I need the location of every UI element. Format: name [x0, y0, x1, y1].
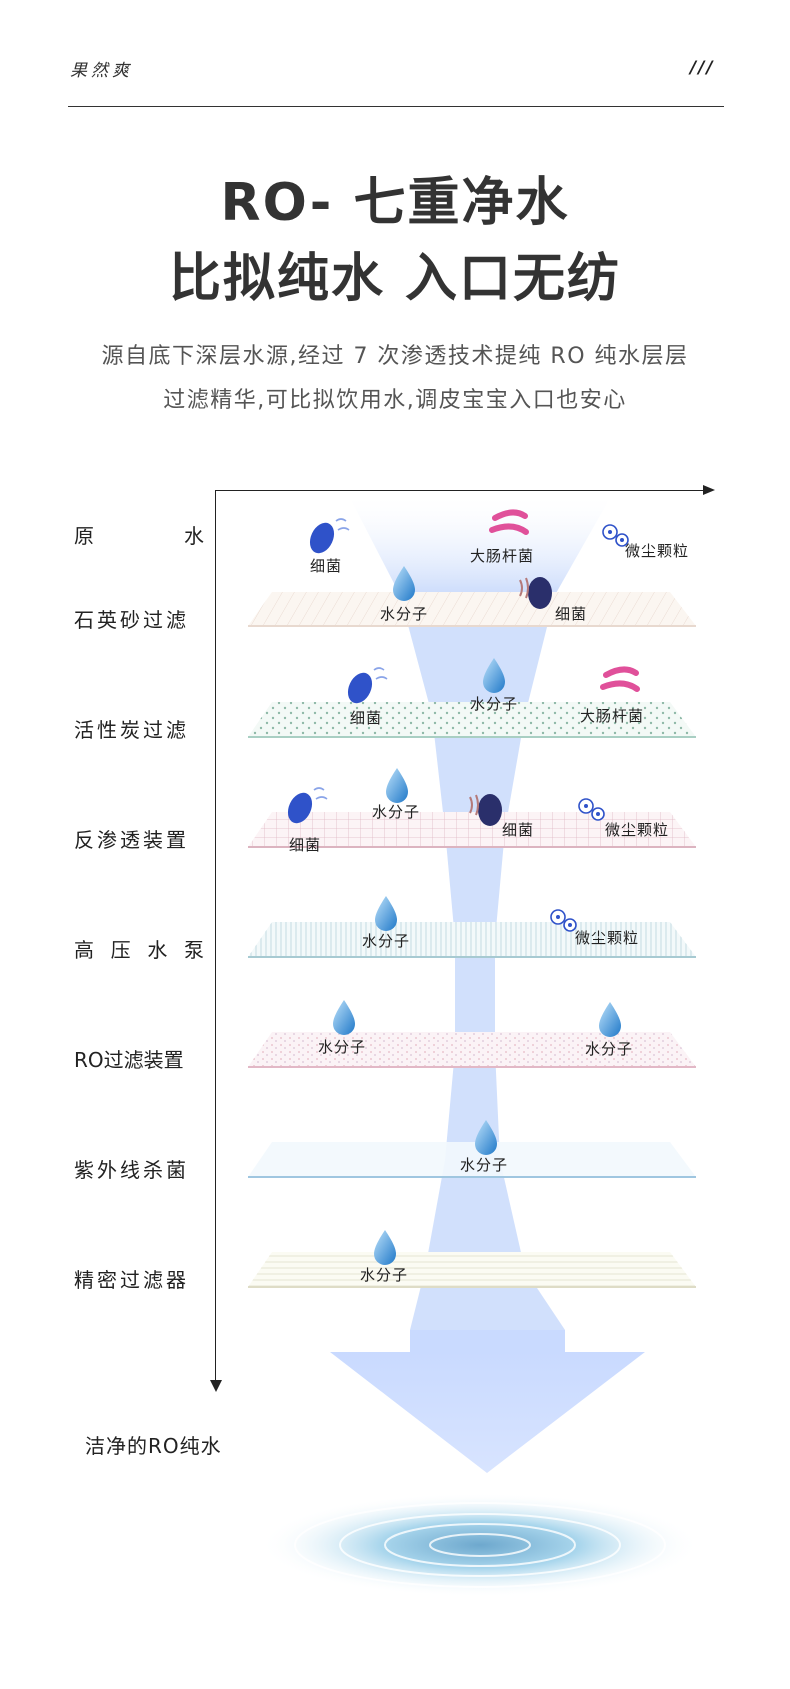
label-water: 水分子 — [362, 932, 410, 950]
label-bacteria: 细菌 — [289, 836, 321, 854]
dust-particle-icon — [578, 798, 605, 821]
label-dust: 微尘颗粒 — [625, 542, 689, 560]
label-bacteria: 细菌 — [350, 709, 382, 727]
water-droplet-icon — [374, 1230, 396, 1265]
stage-label-reverse-osmosis: 反渗透装置 — [74, 828, 189, 852]
stage-label-uv-sterilization: 紫外线杀菌 — [74, 1158, 189, 1182]
stage-label-high-pressure-pump: 高压水泵 — [74, 938, 204, 962]
water-droplet-icon — [475, 1120, 497, 1155]
label-dust: 微尘颗粒 — [605, 821, 669, 839]
label-ecoli: 大肠杆菌 — [580, 707, 644, 725]
stage-label-activated-carbon: 活性炭过滤 — [74, 718, 189, 742]
downward-arrow — [330, 1352, 645, 1473]
water-funnel — [330, 498, 645, 1473]
description-line-2: 过滤精华,可比拟饮用水,调皮宝宝入口也安心 — [163, 388, 627, 413]
water-droplet-icon — [483, 658, 505, 693]
water-droplet-icon — [375, 896, 397, 931]
stage-label-quartz-sand: 石英砂过滤 — [74, 608, 189, 632]
bacteria-icon — [309, 518, 350, 554]
label-bacteria: 细菌 — [310, 557, 342, 575]
dust-particle-icon — [602, 524, 629, 547]
bacteria-icon — [347, 667, 388, 704]
title-line-1: RO- 七重净水 — [220, 173, 570, 233]
label-water: 水分子 — [470, 695, 518, 713]
label-water: 水分子 — [585, 1040, 633, 1058]
label-water: 水分子 — [460, 1156, 508, 1174]
bacteria-cluster-icon — [519, 577, 552, 609]
water-droplet-icon — [333, 1000, 355, 1035]
label-bacteria: 细菌 — [555, 605, 587, 623]
label-ecoli: 大肠杆菌 — [470, 547, 534, 565]
axis-horizontal — [215, 490, 710, 491]
title-line-2: 比拟纯水 入口无纺 — [168, 249, 622, 309]
label-water: 水分子 — [318, 1038, 366, 1056]
bacteria-cluster-icon — [469, 794, 502, 826]
water-droplet-icon — [599, 1002, 621, 1037]
label-dust: 微尘颗粒 — [575, 929, 639, 947]
water-ripple — [260, 1493, 700, 1597]
label-bacteria: 细菌 — [502, 821, 534, 839]
water-droplet-icon — [393, 566, 415, 601]
stage-label-ro-filter: RO过滤装置 — [74, 1048, 184, 1072]
result-label: 洁净的RO纯水 — [85, 1434, 222, 1458]
description-line-1: 源自底下深层水源,经过 7 次渗透技术提纯 RO 纯水层层 — [101, 344, 689, 369]
brand-logo: 果然爽 — [70, 61, 133, 81]
water-droplet-icon — [386, 768, 408, 803]
label-water: 水分子 — [360, 1266, 408, 1284]
label-water: 水分子 — [380, 605, 428, 623]
axis-arrow-right — [703, 485, 715, 495]
filter-layers — [248, 592, 696, 1288]
ecoli-icon — [600, 666, 640, 692]
bacteria-icon — [287, 787, 328, 824]
label-water: 水分子 — [372, 803, 420, 821]
decorative-slashes: /// — [690, 58, 715, 78]
dust-particle-icon — [550, 909, 577, 932]
stage-label-raw-water: 原水 — [74, 524, 204, 548]
stage-label-precision-filter: 精密过滤器 — [74, 1268, 189, 1292]
header-divider — [68, 106, 724, 107]
axis-arrow-down — [210, 1380, 222, 1392]
axis-vertical — [215, 490, 216, 1383]
ecoli-icon — [489, 509, 529, 535]
